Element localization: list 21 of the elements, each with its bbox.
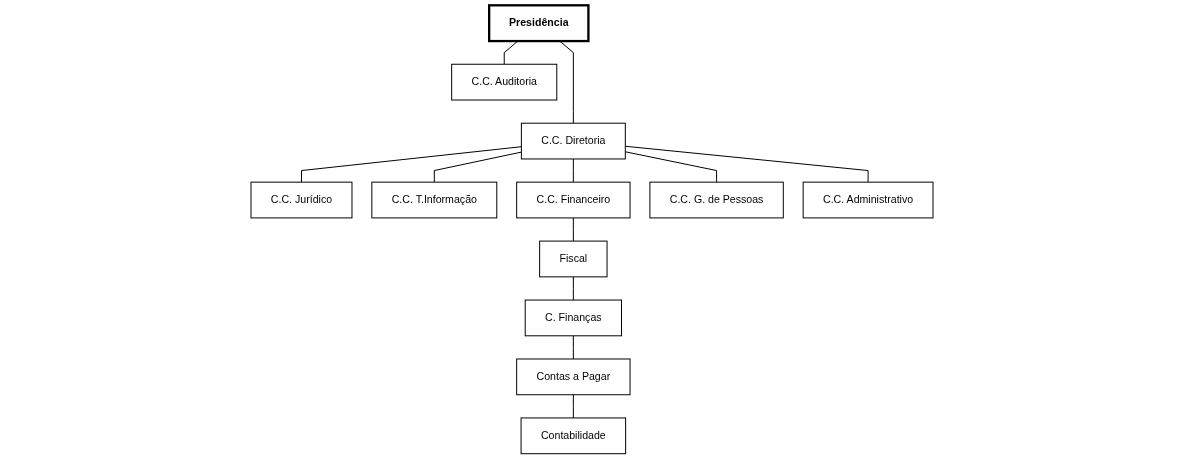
connector: [572, 217, 574, 242]
connector: [572, 276, 574, 301]
node-box: Contabilidade: [520, 417, 627, 455]
node-box: Contas a Pagar: [516, 358, 631, 396]
node-box: C.C. Jurídico: [250, 181, 353, 219]
node-box: C.C. Auditoria: [451, 63, 558, 101]
node-box: Presidência: [488, 4, 590, 43]
node-box: C.C. Financeiro: [516, 181, 631, 219]
node-box: C.C. T.Informação: [371, 181, 498, 219]
node-box: C.C. G. de Pessoas: [649, 181, 784, 219]
node-box: Fiscal: [539, 240, 608, 278]
node-box: C.C. Diretoria: [520, 122, 626, 160]
connector: [572, 394, 574, 419]
connector: [433, 151, 522, 183]
connector: [572, 158, 574, 183]
node-box: C.C. Administrativo: [802, 181, 934, 219]
connector: [301, 146, 522, 183]
connector: [572, 335, 574, 360]
connector: [624, 151, 718, 183]
node-box: C. Finanças: [524, 299, 622, 337]
connector: [624, 145, 869, 183]
